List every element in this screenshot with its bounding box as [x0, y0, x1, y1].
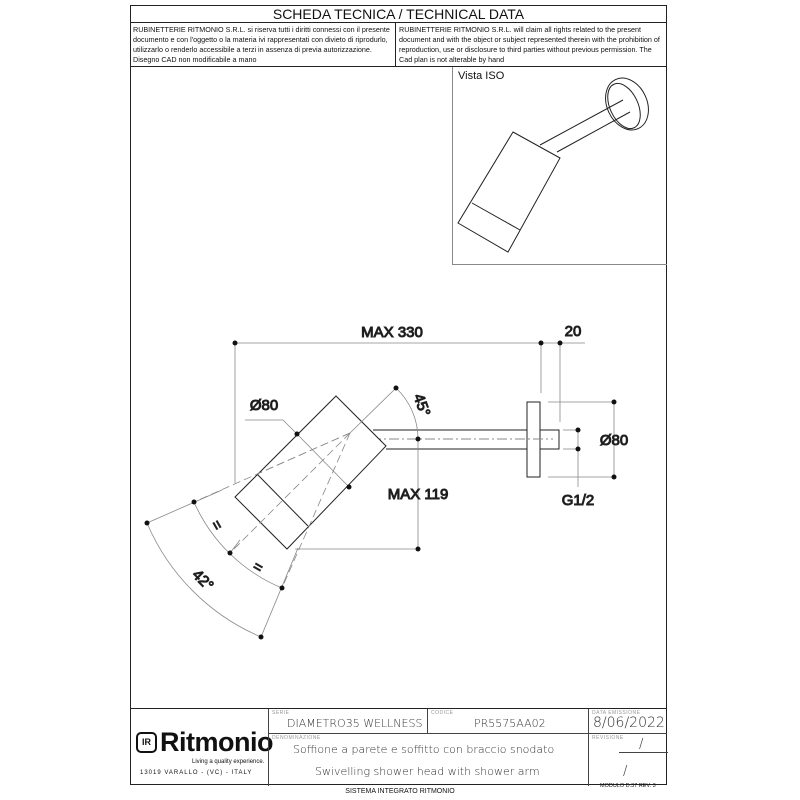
codice-cell: CODICE PR5575AA02	[427, 709, 588, 734]
dimension-dots	[144, 340, 617, 640]
iso-view-label: Vista ISO	[458, 70, 505, 82]
disclaimer-italian: RUBINETTERIE RITMONIO S.R.L. si riserva …	[130, 23, 396, 67]
sheet-title: SCHEDA TECNICA / TECHNICAL DATA	[130, 5, 667, 23]
dim-equal-2: =	[250, 558, 266, 577]
revisione-value-2: /	[623, 764, 628, 779]
disclaimer-english: RUBINETTERIE RITMONIO S.R.L. will claim …	[396, 23, 667, 67]
modulo-code: MODULO D.37 REV. 3	[600, 783, 656, 789]
dim-equal-1: =	[207, 517, 226, 533]
side-view-drawing: MAX 330 20 Ø80 45° MAX 119 Ø80 G1/2 42° …	[144, 323, 629, 640]
dim-thread: G1/2	[562, 492, 595, 509]
data-emissione-cell: DATA EMISSIONE 8/06/2022	[588, 709, 667, 734]
codice-label: CODICE	[431, 710, 454, 716]
description-english: Swivelling shower head with shower arm	[315, 765, 540, 778]
dim-head-diameter: Ø80	[250, 397, 278, 414]
revisione-cell: REVISIONE / /	[588, 734, 668, 786]
revisione-label: REVISIONE	[592, 735, 624, 741]
title-block: IR Ritmonio Living a quality experience.…	[130, 708, 668, 786]
brand-tagline: Living a quality experience.	[192, 759, 265, 765]
iso-shower-drawing	[457, 77, 649, 253]
iso-view-box	[452, 67, 667, 265]
ritmonio-logo: IR Ritmonio	[136, 727, 273, 758]
dim-flange-depth: 20	[565, 323, 582, 340]
brand-name: Ritmonio	[160, 727, 273, 757]
logo-mark-icon: IR	[136, 732, 157, 753]
dim-max-drop: MAX 119	[388, 486, 449, 503]
dim-max-length: MAX 330	[361, 324, 423, 341]
data-emissione-value: 8/06/2022	[593, 715, 665, 731]
footer-system: SISTEMA INTEGRATO RITMONIO	[345, 788, 455, 795]
serie-value: DIAMETRO35 WELLNESS	[287, 717, 423, 730]
sheet-frame	[130, 5, 667, 785]
dim-spray-angle: 42°	[189, 566, 217, 594]
dim-flange-diameter: Ø80	[600, 432, 628, 449]
codice-value: PR5575AA02	[474, 717, 546, 730]
data-emissione-label: DATA EMISSIONE	[592, 710, 641, 716]
revisione-value: /	[639, 737, 644, 752]
denominazione-cell: DENOMINAZIONE Soffione a parete e soffit…	[268, 734, 588, 786]
brand-address: 13019 VARALLO - (VC) - ITALY	[140, 770, 253, 776]
serie-cell: SERIE DIAMETRO35 WELLNESS	[268, 709, 427, 734]
revisione-divider	[619, 752, 668, 753]
dim-tilt-angle: 45°	[410, 392, 434, 419]
brand-cell: IR Ritmonio Living a quality experience.…	[130, 709, 273, 786]
description-italian: Soffione a parete e soffitto con braccio…	[293, 743, 555, 756]
serie-label: SERIE	[272, 710, 290, 716]
denominazione-label: DENOMINAZIONE	[272, 735, 321, 741]
